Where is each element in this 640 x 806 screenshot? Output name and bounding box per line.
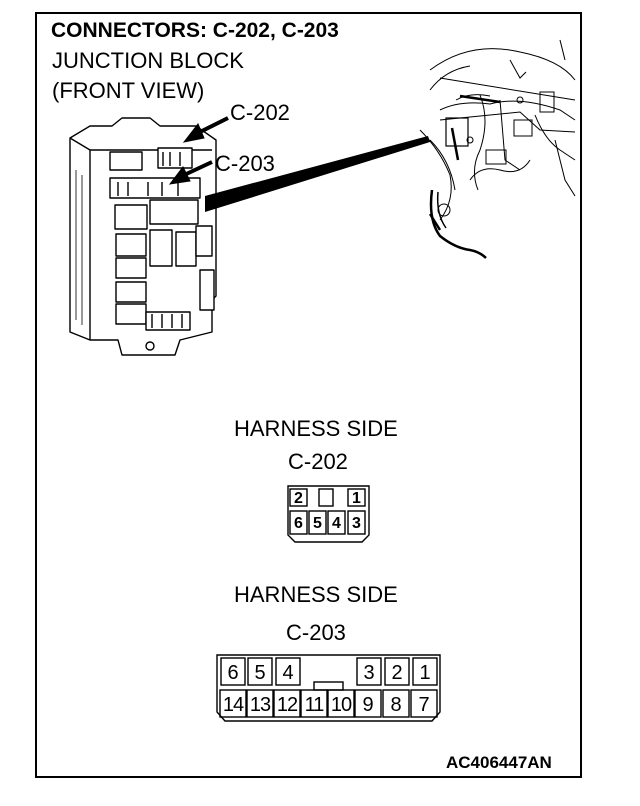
junction-block-label: JUNCTION BLOCK [52, 48, 244, 73]
c202-pin-labels: 2 1 6 5 4 3 [294, 490, 361, 532]
diagram-title: CONNECTORS: C-202, C-203 [51, 19, 339, 42]
c203-harness-side-caption: HARNESS SIDE [234, 582, 398, 607]
c203-pin-label: 7 [418, 694, 429, 716]
vehicle-location-sketch [419, 39, 576, 259]
c202-pin-label: 5 [313, 515, 322, 532]
c202-pin-label: 4 [332, 515, 341, 532]
diagram-frame [35, 12, 582, 778]
c203-pin-label: 2 [391, 662, 402, 684]
figure-code: AC406447AN [446, 753, 552, 772]
c202-pin-label: 3 [352, 515, 361, 532]
c203-pin-label: 13 [250, 694, 271, 716]
connector-c203-face [216, 654, 441, 722]
c202-harness-side-caption: HARNESS SIDE [234, 416, 398, 441]
c203-pin-label: 11 [305, 694, 325, 716]
c203-pin-label: 10 [331, 694, 352, 716]
c203-pin-label: 6 [227, 662, 238, 684]
c203-pin-label: 14 [223, 694, 244, 716]
c203-pin-label: 9 [362, 694, 373, 716]
c202-pin-label: 1 [352, 490, 361, 507]
callout-c202: C-202 [230, 100, 290, 125]
junction-block-illustration [69, 117, 217, 356]
c202-pin-label: 6 [294, 515, 303, 532]
c202-connector-name: C-202 [288, 449, 348, 474]
front-view-label: (FRONT VIEW) [52, 78, 205, 103]
c202-pin-label: 2 [294, 490, 303, 507]
c203-pin-label: 4 [282, 662, 293, 684]
c203-pin-label: 1 [419, 662, 430, 684]
location-leader [205, 136, 430, 212]
c203-pin-label: 12 [277, 694, 298, 716]
c203-connector-name: C-203 [286, 620, 346, 645]
vehicle-sketch-heavy-lines [428, 94, 501, 231]
c203-pin-label: 8 [390, 694, 401, 716]
callout-c203: C-203 [215, 151, 275, 176]
c203-pin-labels: 6 5 4 3 2 1 14 13 12 11 10 9 8 7 [223, 662, 431, 716]
c203-pin-label: 3 [363, 662, 374, 684]
callout-arrows [168, 116, 229, 185]
connector-c202-face [287, 485, 370, 543]
c203-pin-label: 5 [254, 662, 265, 684]
